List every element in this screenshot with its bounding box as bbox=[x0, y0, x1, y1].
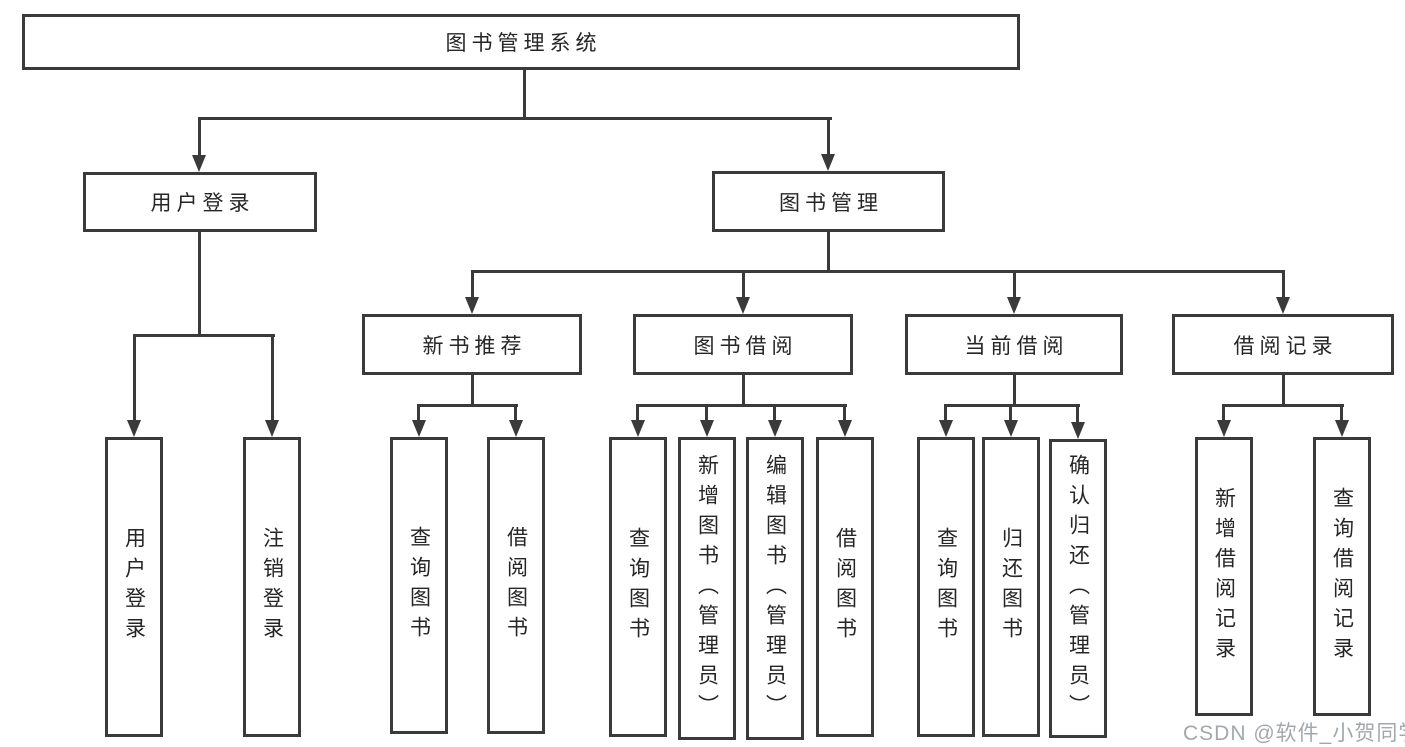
connector-drop-user-login bbox=[198, 120, 201, 158]
connector-drop-g3-1 bbox=[705, 407, 708, 423]
arrowhead-leaf-login bbox=[127, 420, 141, 437]
node-borrow-records: 借阅记录 bbox=[1172, 314, 1394, 375]
leaf-confirm-return-admin: 确认归还（管理员） bbox=[1049, 439, 1107, 738]
arrowhead-m3 bbox=[1276, 297, 1290, 314]
connector-drop-g3-3 bbox=[843, 407, 846, 423]
connector-drop-g5-1 bbox=[1340, 407, 1343, 423]
arrowhead-g4-0 bbox=[939, 420, 953, 437]
leaf-borrow-books-1: 借阅图书 bbox=[487, 437, 545, 734]
connector-drop-book-mgmt bbox=[827, 120, 830, 157]
arrowhead-g2-0 bbox=[412, 420, 426, 437]
arrowhead-user-login bbox=[192, 155, 206, 172]
arrowhead-g5-1 bbox=[1335, 420, 1349, 437]
arrowhead-m1 bbox=[736, 297, 750, 314]
connector-level2-rail bbox=[198, 117, 832, 120]
connector-level3-rail bbox=[471, 270, 1285, 273]
leaf-logout: 注销登录 bbox=[243, 437, 301, 737]
connector-login-rail bbox=[133, 334, 275, 337]
leaf-user-login: 用户登录 bbox=[105, 437, 163, 737]
arrowhead-g3-2 bbox=[768, 420, 782, 437]
connector-m3-rail bbox=[1222, 404, 1344, 407]
arrowhead-g5-0 bbox=[1217, 420, 1231, 437]
arrowhead-g3-1 bbox=[700, 420, 714, 437]
leaf-query-books-3: 查询图书 bbox=[917, 437, 975, 737]
arrowhead-leaf-logout bbox=[265, 420, 279, 437]
connector-m2-stub bbox=[1013, 375, 1016, 406]
arrowhead-g3-0 bbox=[631, 420, 645, 437]
leaf-query-books-2: 查询图书 bbox=[609, 437, 667, 737]
leaf-add-books-admin: 新增图书（管理员） bbox=[678, 437, 736, 740]
arrowhead-g4-2 bbox=[1071, 422, 1085, 439]
connector-m2-rail bbox=[944, 404, 1080, 407]
connector-m1-stub bbox=[742, 375, 745, 406]
connector-drop-g4-2 bbox=[1076, 407, 1079, 423]
node-current-borrowing: 当前借阅 bbox=[905, 314, 1123, 375]
connector-drop-m0 bbox=[471, 273, 474, 299]
connector-m1-rail bbox=[636, 404, 847, 407]
connector-drop-leaf-login bbox=[133, 337, 136, 423]
node-root: 图书管理系统 bbox=[22, 14, 1020, 70]
connector-m3-stub bbox=[1282, 375, 1285, 406]
node-book-borrowing: 图书借阅 bbox=[633, 314, 853, 375]
arrowhead-book-mgmt bbox=[821, 154, 835, 171]
leaf-add-borrow-record: 新增借阅记录 bbox=[1195, 437, 1253, 716]
connector-drop-g3-0 bbox=[636, 407, 639, 423]
arrowhead-m0 bbox=[465, 297, 479, 314]
leaf-query-borrow-record: 查询借阅记录 bbox=[1313, 437, 1371, 716]
connector-drop-m3 bbox=[1282, 273, 1285, 299]
connector-drop-g4-0 bbox=[944, 407, 947, 423]
connector-drop-g3-2 bbox=[773, 407, 776, 423]
node-book-management: 图书管理 bbox=[712, 171, 945, 232]
connector-drop-m1 bbox=[742, 273, 745, 299]
arrowhead-g4-1 bbox=[1004, 420, 1018, 437]
arrowhead-g3-3 bbox=[838, 420, 852, 437]
connector-drop-g5-0 bbox=[1222, 407, 1225, 423]
arrowhead-g2-1 bbox=[509, 420, 523, 437]
connector-drop-g2-0 bbox=[417, 407, 420, 423]
node-new-book-recommend: 新书推荐 bbox=[362, 314, 582, 375]
connector-drop-leaf-logout bbox=[271, 337, 274, 423]
arrowhead-m2 bbox=[1007, 297, 1021, 314]
leaf-return-books: 归还图书 bbox=[982, 437, 1040, 737]
connector-m0-stub bbox=[471, 375, 474, 406]
connector-mgmt-stub bbox=[827, 232, 830, 272]
node-user-login: 用户登录 bbox=[83, 172, 317, 232]
connector-drop-m2 bbox=[1013, 273, 1016, 299]
connector-root-stub bbox=[523, 70, 526, 118]
csdn-watermark: CSDN @软件_小贺同学 bbox=[1183, 722, 1405, 745]
leaf-query-books-1: 查询图书 bbox=[390, 437, 448, 734]
connector-login-stub bbox=[198, 232, 201, 336]
connector-m0-rail bbox=[417, 404, 518, 407]
leaf-edit-books-admin: 编辑图书（管理员） bbox=[746, 437, 804, 740]
connector-drop-g4-1 bbox=[1009, 407, 1012, 423]
connector-drop-g2-1 bbox=[514, 407, 517, 423]
leaf-borrow-books-2: 借阅图书 bbox=[816, 437, 874, 737]
